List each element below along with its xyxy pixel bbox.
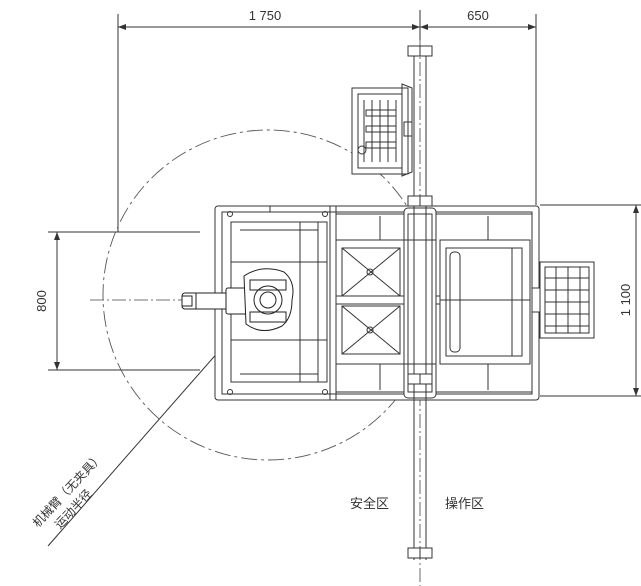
robot-reach-note: 机械臂（无夹具） 运动半径 [29,450,105,532]
safety-curtain [407,45,433,560]
dimension-top-left: 1 750 [249,8,282,23]
dimension-left: 800 [34,290,49,312]
operator-panel-right [531,261,595,339]
control-cabinet-top [351,83,413,177]
rotary-positioner [335,207,440,399]
robot-arm [181,268,294,331]
dimension-top-right: 650 [467,8,489,23]
zone-label-operate: 操作区 [445,496,484,512]
zone-label-safe: 安全区 [350,496,389,512]
dimension-right: 1 100 [618,284,633,317]
dimension-arrows [54,24,639,396]
dimension-lines [48,10,641,397]
